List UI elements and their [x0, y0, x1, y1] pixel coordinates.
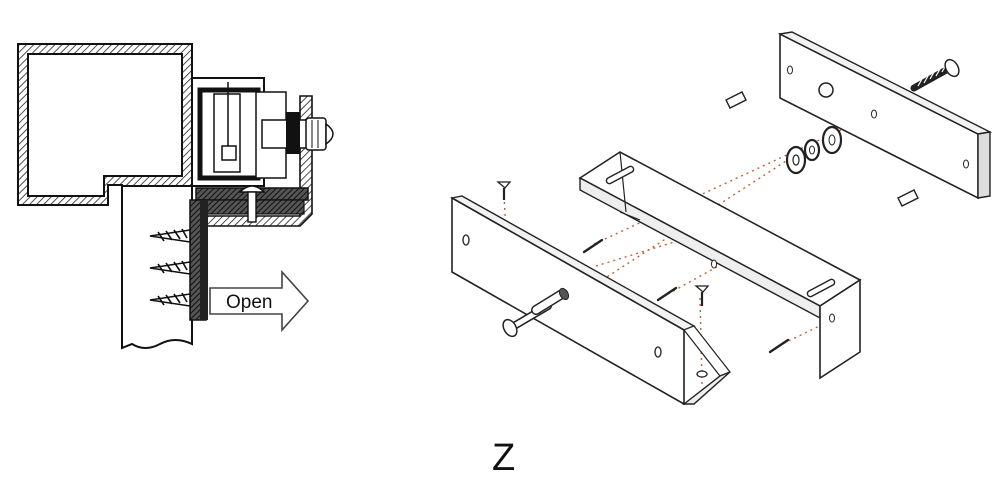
wood-screws	[582, 238, 790, 354]
countersunk-screws	[496, 181, 710, 306]
plate-screw	[238, 185, 266, 223]
l-bracket	[578, 151, 862, 380]
exploded-view	[450, 31, 993, 406]
door-screws	[149, 228, 191, 307]
door-frame	[17, 43, 193, 209]
bracket-plate	[777, 31, 993, 200]
open-direction-arrow: Open	[209, 269, 310, 333]
machine-screw	[910, 58, 960, 92]
lock-bolt	[261, 112, 334, 154]
figure-caption: Z	[492, 437, 515, 479]
z-bracket	[450, 195, 731, 406]
lock-housing	[191, 77, 287, 187]
washers	[785, 125, 843, 175]
alignment-pins	[725, 91, 919, 207]
sleeve	[531, 287, 570, 315]
cross-section-view: Open	[17, 43, 334, 350]
open-label: Open	[226, 292, 272, 313]
